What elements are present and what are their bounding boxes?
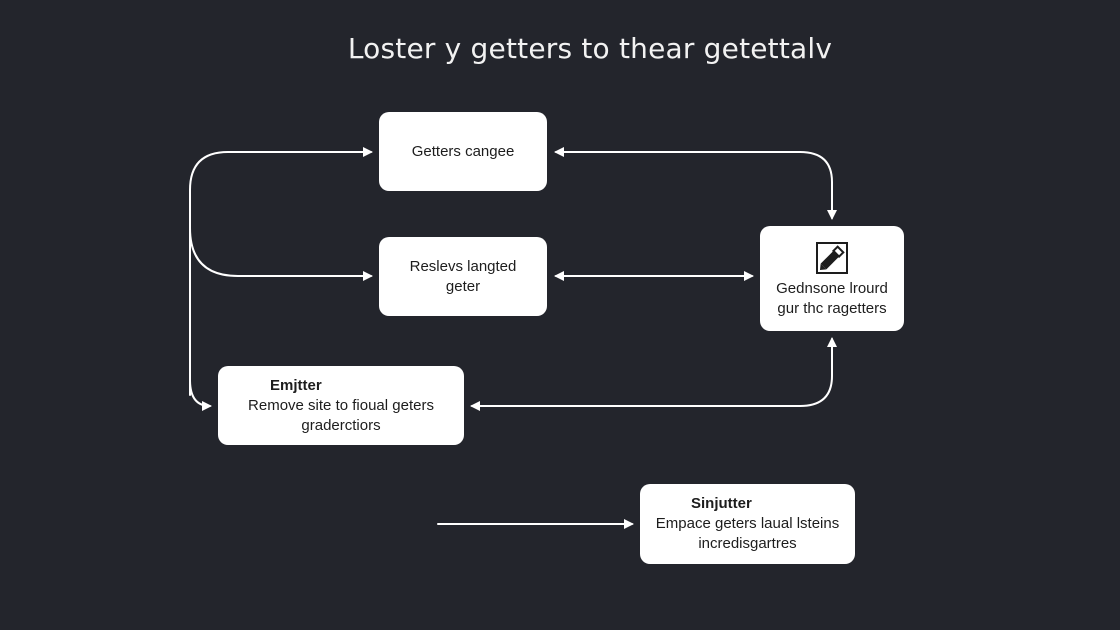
node-reslevs-langted[interactable]: Reslevs langted geter xyxy=(379,237,547,316)
node-e-line-2: incredisgartres xyxy=(698,535,797,552)
edge-loop-to-c-bottom xyxy=(799,337,837,407)
node-sinjutter[interactable]: Sinjutter Empace geters laual lsteins in… xyxy=(640,484,855,564)
node-e-heading: Sinjutter xyxy=(691,495,752,512)
node-a-line-1: Getters cangee xyxy=(411,142,515,160)
node-emjtter[interactable]: Emjtter Remove site to fioual geters gra… xyxy=(218,366,464,445)
node-b-line-1: Reslevs langted xyxy=(409,257,517,275)
pen-icon xyxy=(816,242,848,274)
node-c-line-2: gur thc ragetters xyxy=(777,300,887,317)
node-c-line-1: Gednsone lrourd xyxy=(776,280,888,297)
node-d-line-1: Remove site to fioual geters xyxy=(248,396,434,414)
diagram-title: Loster y getters to thear getettalv xyxy=(347,32,833,65)
node-d-heading: Emjtter xyxy=(270,376,322,394)
node-d-line-2: graderctiors xyxy=(301,416,381,434)
edge-left-loop-to-a xyxy=(189,147,373,396)
node-b-line-2: geter xyxy=(445,277,481,295)
edge-left-loop-to-b xyxy=(189,227,373,281)
edge-left-loop-to-d xyxy=(189,379,212,411)
node-getters-cangee[interactable]: Getters cangee xyxy=(379,112,547,191)
edge-loop-to-c xyxy=(799,151,837,220)
node-e-line-1: Empace geters laual lsteins xyxy=(655,515,840,532)
